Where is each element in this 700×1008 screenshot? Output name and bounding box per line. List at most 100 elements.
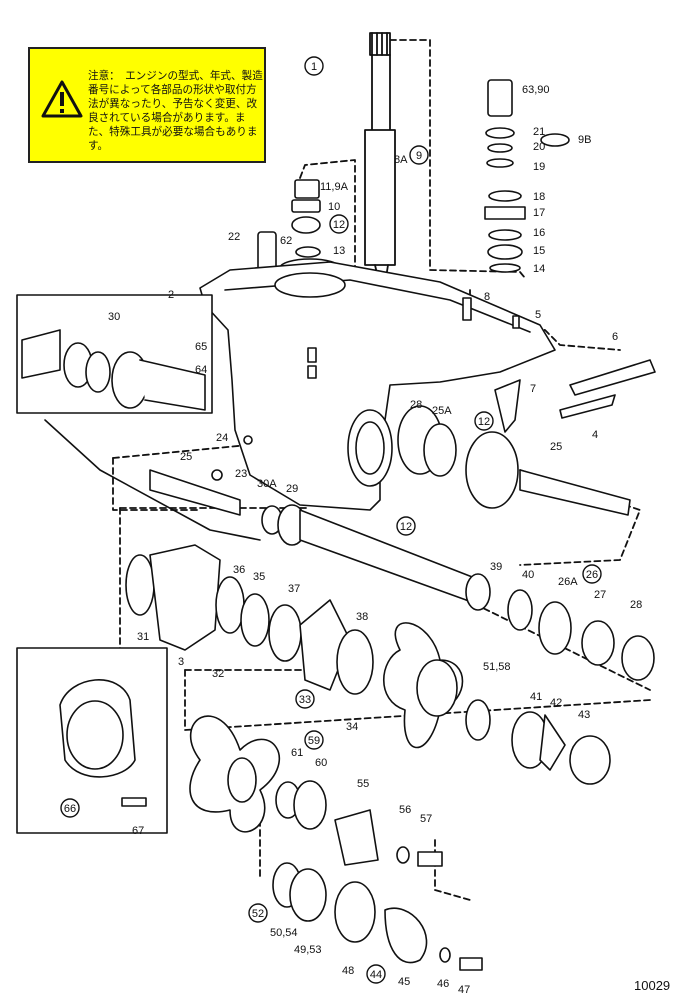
part-label-p64: 64 [195,364,207,376]
part-label-p35: 35 [253,571,265,583]
part-label-p27: 27 [594,589,606,601]
part-label-p39: 39 [490,561,502,573]
bearing-housing [125,544,655,695]
pinion-bearing-stack [484,79,570,273]
part-label-p26A: 26A [558,576,578,588]
part-label-p12c: 12 [400,521,412,533]
small-parts [307,297,656,433]
part-label-p38: 38 [356,611,368,623]
part-label-p9: 9 [416,150,422,162]
callout-circle-p12c [396,516,416,536]
callout-circle-p52 [248,903,268,923]
part-label-p60: 60 [315,757,327,769]
part-label-p29: 29 [286,483,298,495]
part-label-p15: 15 [533,245,545,257]
part-label-p44: 44 [370,969,382,981]
part-label-p32: 32 [212,668,224,680]
propeller-shaft [149,405,631,611]
part-label-p28a: 28 [410,399,422,411]
callout-circle-p59 [304,730,324,750]
part-label-p18: 18 [533,191,545,203]
part-label-p8: 8 [484,291,490,303]
part-label-p14: 14 [533,263,545,275]
callout-circle-p9 [409,145,429,165]
part-label-p17: 17 [533,207,545,219]
part-label-p50_54: 50,54 [270,927,298,939]
callout-circle-p44 [366,964,386,984]
callout-circle-p1 [304,56,324,76]
part-label-p23: 23 [235,468,247,480]
warning-triangle-icon [41,80,83,118]
part-label-p21: 21 [533,126,545,138]
part-label-p3: 3 [178,656,184,668]
part-label-p30: 30 [108,311,120,323]
part-label-p57: 57 [420,813,432,825]
part-label-p22: 22 [228,231,240,243]
part-label-p52: 52 [252,908,264,920]
part-label-p2: 2 [168,289,174,301]
part-label-p13: 13 [333,245,345,257]
part-label-p7: 7 [530,383,536,395]
part-label-p45: 45 [398,976,410,988]
part-label-p12b: 12 [478,416,490,428]
callout-circle-p12b [474,411,494,431]
inset-detail-30 [16,294,261,541]
part-label-p36: 36 [233,564,245,576]
drive-shaft-upper [364,32,396,279]
part-label-p19: 19 [533,161,545,173]
part-label-p65: 65 [195,341,207,353]
part-label-p20: 20 [533,141,545,153]
part-label-p61: 61 [291,747,303,759]
callout-circle-p26 [582,564,602,584]
part-label-p16: 16 [533,227,545,239]
part-label-p5: 5 [535,309,541,321]
part-label-p30A: 30A [257,478,277,490]
part-label-p6: 6 [612,331,618,343]
part-label-p25a: 25 [550,441,562,453]
part-label-p37: 37 [288,583,300,595]
part-label-p1: 1 [311,61,317,73]
part-label-p49_53: 49,53 [294,944,322,956]
part-label-p28b: 28 [630,599,642,611]
part-label-p24: 24 [216,432,228,444]
part-label-p55: 55 [357,778,369,790]
part-label-p46: 46 [437,978,449,990]
part-label-p43: 43 [578,709,590,721]
part-label-p66: 66 [64,803,76,815]
part-label-p9B: 9B [578,134,591,146]
warning-box: 注意： エンジンの型式、年式、製造番号によって各部品の形状や取付方法が異なったり… [28,47,266,163]
part-label-p56: 56 [399,804,411,816]
part-label-p51_58: 51,58 [483,661,511,673]
part-label-p42: 42 [550,697,562,709]
part-label-p67: 67 [132,825,144,837]
part-label-p31: 31 [137,631,149,643]
callout-circle-p33 [295,689,315,709]
part-label-p47: 47 [458,984,470,996]
gear-housing [199,261,556,511]
callout-circle-p12a [329,214,349,234]
part-label-p59: 59 [308,735,320,747]
rear-propeller [382,622,611,785]
warning-text: 注意： エンジンの型式、年式、製造番号によって各部品の形状や取付方法が異なったり… [88,70,263,152]
part-label-p8A: 8A [394,154,408,166]
callout-circle-p66 [60,798,80,818]
part-label-p12a: 12 [333,219,345,231]
part-label-p33: 33 [299,694,311,706]
part-label-p40: 40 [522,569,534,581]
front-propeller [189,715,483,971]
part-label-p26: 26 [586,569,598,581]
part-label-p62: 62 [280,235,292,247]
part-label-p63_90: 63,90 [522,84,550,96]
inset-detail-66 [16,647,168,834]
part-label-p48: 48 [342,965,354,977]
part-label-p10: 10 [328,201,340,213]
part-label-p11_9A: 11,9A [320,181,349,193]
document-number: 10029 [634,978,671,993]
part-label-p4: 4 [592,429,598,441]
part-label-p34: 34 [346,721,358,733]
part-label-p25A: 25A [432,405,452,417]
part-label-p25b: 25 [180,451,192,463]
part-label-p41: 41 [530,691,542,703]
